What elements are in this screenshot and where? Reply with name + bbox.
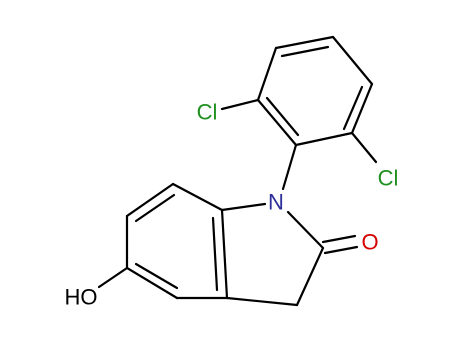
bond-n-c2	[286, 210, 325, 250]
bond-c-cl-right	[350, 131, 378, 164]
bond-benzo-c7-c6-inner	[134, 193, 176, 223]
bond-ring-upper-right	[331, 35, 374, 86]
bond-c-cl-top	[220, 98, 260, 111]
bond-ring-lower-right	[350, 82, 374, 135]
bond-ring-top	[274, 35, 335, 50]
chlorine-label-top: Cl	[197, 100, 218, 125]
bond-carbonyl-a	[321, 234, 357, 244]
nitrogen-label: N	[268, 190, 284, 215]
bond-benzo-c7a-c3a	[220, 208, 229, 300]
bond-benzo-c5-c4-inner	[134, 262, 179, 290]
bond-skeleton	[97, 35, 378, 307]
bond-benzo-c5-c4	[125, 266, 179, 300]
bond-benzo-c7a-c3a-inner	[211, 216, 219, 292]
bond-carbonyl-b	[323, 245, 359, 255]
bond-ring-lower-right-inner	[342, 85, 364, 131]
bond-benzo-c7a-c7	[171, 182, 224, 212]
bond-c-oh	[97, 266, 129, 289]
bond-ring-bottom	[294, 131, 354, 147]
bond-benzo-c7-c6	[125, 182, 175, 218]
bond-c2-c3	[295, 246, 325, 307]
bond-n-c7a	[220, 202, 267, 212]
bond-ring-lower-left	[256, 98, 298, 147]
hydroxyl-label: HO	[65, 285, 98, 310]
chlorine-label-right: Cl	[378, 166, 399, 191]
bond-aryl-n	[281, 143, 298, 191]
bond-ring-upper-left	[256, 46, 278, 102]
carbonyl-oxygen-label: O	[361, 230, 378, 255]
bond-c3-c3a	[225, 296, 299, 307]
bond-ring-lower-left-inner	[265, 96, 300, 137]
bond-ring-top-inner	[280, 45, 330, 58]
